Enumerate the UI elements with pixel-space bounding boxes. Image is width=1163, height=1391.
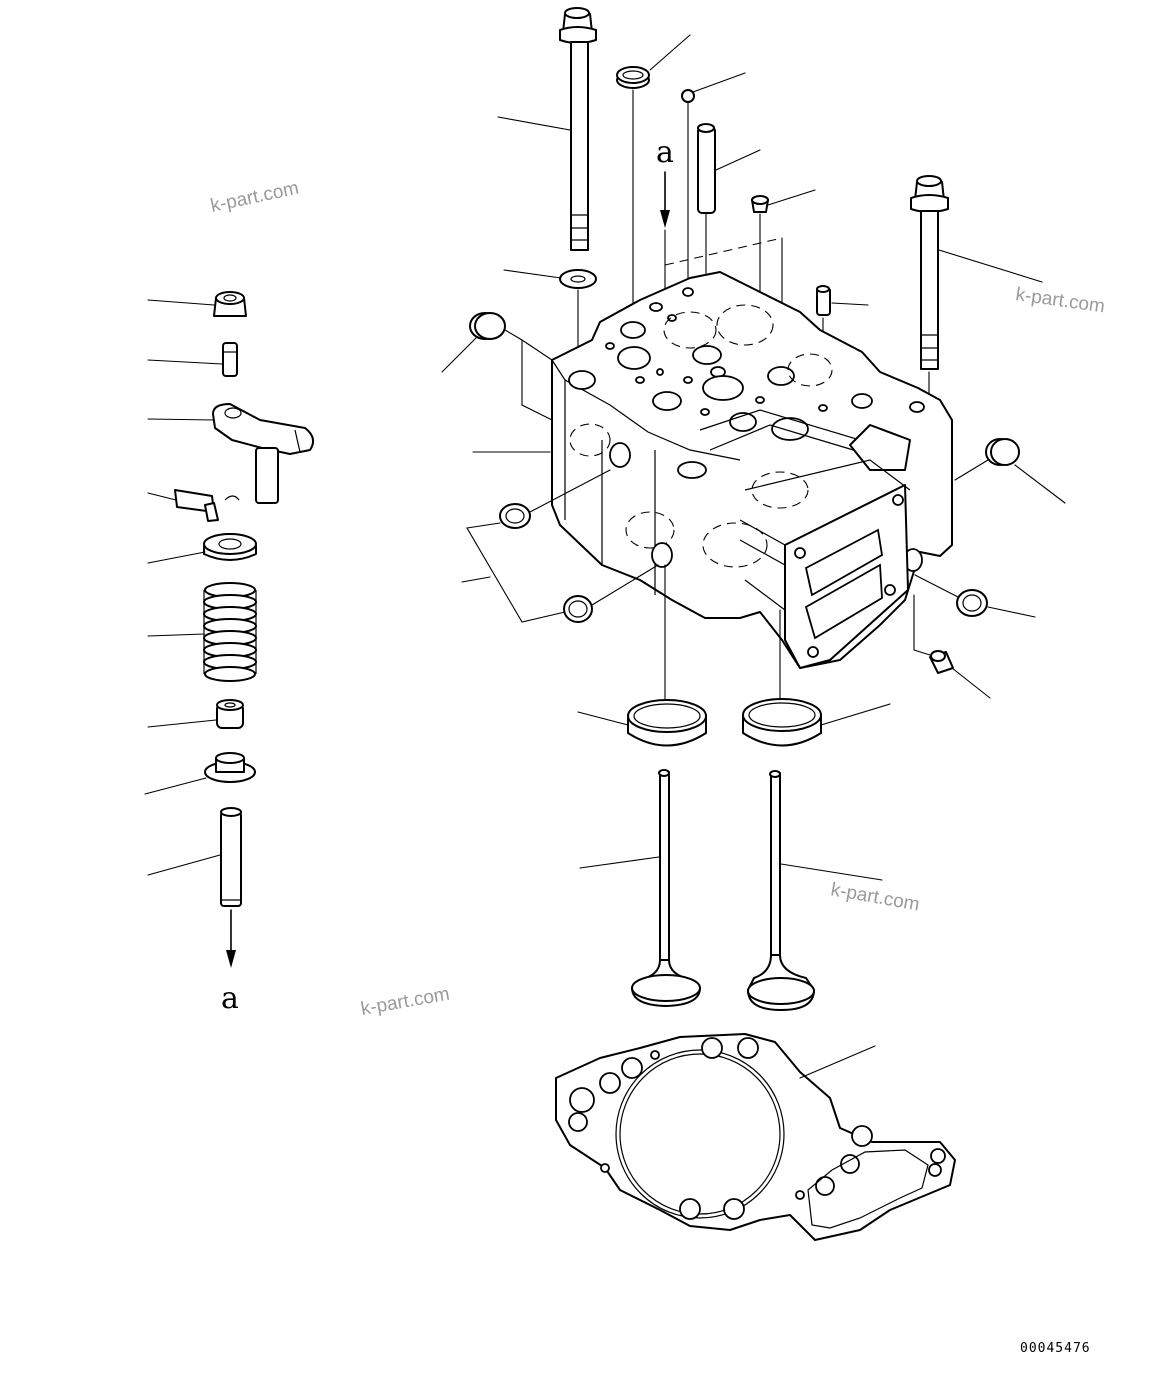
leader-stem-seal	[147, 719, 217, 728]
leader-small-plug-top	[767, 189, 816, 206]
leader-sealing-rings	[461, 576, 491, 583]
reference-letter-top: a	[656, 135, 674, 170]
watermark-3: k-part.com	[829, 879, 921, 915]
sealing-ring-left-upper-part	[499, 503, 531, 529]
small-plug-top-part	[751, 195, 769, 213]
leader-bracket-lower	[466, 522, 566, 623]
spring-retainer-part	[203, 533, 257, 561]
leader-sealing-ring-3	[591, 564, 659, 606]
leader-bracket-upper-2	[521, 339, 553, 361]
arrow-head-top	[660, 210, 670, 228]
leader-nut	[147, 299, 215, 306]
leader-valve-guide	[147, 854, 221, 876]
watermark-4: k-part.com	[359, 984, 451, 1020]
intake-valve-part	[631, 769, 701, 1007]
valve-seat-insert-left-part	[627, 699, 707, 747]
nut-part	[213, 291, 247, 317]
leader-intake-valve	[579, 856, 660, 869]
leader-head-bolt-left	[497, 116, 571, 131]
valve-stem-seal-part	[216, 699, 244, 729]
leader-bracket-upper	[504, 329, 553, 421]
leader-ball	[692, 72, 746, 93]
figure-number: 00045476	[1020, 1341, 1091, 1356]
cup-plug-upper-left-part	[469, 312, 506, 340]
watermark-2: k-part.com	[1014, 284, 1106, 317]
head-bolt-left-part	[559, 7, 597, 251]
sealing-ring-right-part	[956, 589, 988, 617]
arrow-head-bottom	[226, 950, 236, 968]
head-bolt-right-part	[910, 175, 949, 370]
small-plug-right-part	[929, 650, 954, 674]
leader-valve-seat-left	[577, 711, 629, 726]
leader-cup-plug-right-2	[954, 459, 989, 481]
washer-part	[559, 269, 597, 289]
valve-spring-part	[203, 582, 257, 682]
ball-part	[681, 89, 695, 103]
valve-cotter-part	[174, 489, 240, 522]
dowel-pin-part	[816, 285, 831, 316]
cylinder-head-part	[551, 271, 953, 669]
sleeve-part	[697, 123, 716, 214]
leader-head-gasket	[799, 1045, 876, 1079]
valve-guide-part	[220, 807, 242, 907]
leader-spring	[147, 633, 205, 637]
leader-sealing-ring-right-2	[914, 574, 959, 598]
leader-spring-seat	[144, 777, 207, 795]
leader-crosshead	[147, 418, 215, 421]
leader-dowel-pin	[831, 302, 869, 306]
leader-valve-seat-right	[820, 703, 891, 726]
exhaust-valve-part	[747, 770, 815, 1011]
valve-train-stack: a	[144, 291, 315, 1016]
reference-letter-bottom: a	[221, 981, 239, 1016]
leader-retainer	[147, 551, 206, 564]
valve-seat-insert-right-part	[742, 698, 822, 747]
leader-head-bolt-right	[938, 249, 1043, 283]
leader-sealing-ring-right	[987, 606, 1036, 618]
sealing-ring-left-lower-part	[563, 595, 593, 623]
leader-sealing-ring-2	[529, 469, 611, 513]
leader-washer	[503, 269, 562, 279]
align-small-plug-right-2	[913, 649, 931, 656]
cup-plug-right-part	[985, 438, 1020, 466]
leader-sleeve	[715, 149, 761, 171]
leader-screw	[147, 359, 223, 365]
leader-exhaust-valve	[780, 863, 883, 881]
leader-cup-plug-right	[1014, 464, 1066, 504]
watermark-1: k-part.com	[209, 178, 301, 217]
leader-cup-plug-top	[649, 34, 691, 71]
leader-cup-plug-upper-left	[441, 337, 477, 373]
leader-cotter	[147, 492, 177, 501]
cup-plug-top-part	[616, 66, 650, 89]
crosshead-part	[212, 403, 315, 504]
head-gasket-part	[555, 1033, 956, 1241]
adjusting-screw-part	[222, 342, 238, 377]
spring-seat-part	[204, 752, 256, 783]
leader-small-plug-right	[951, 667, 991, 699]
